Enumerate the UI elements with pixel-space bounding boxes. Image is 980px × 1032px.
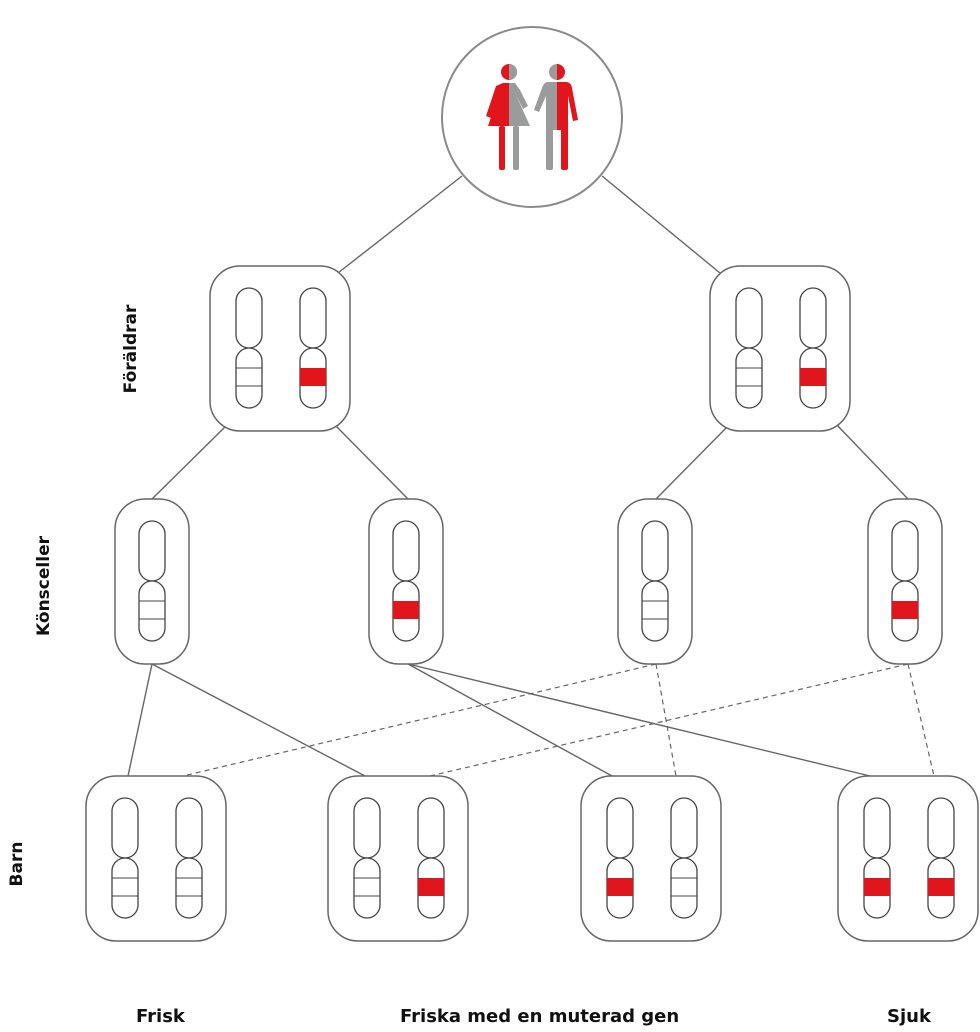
normal-band — [641, 600, 669, 620]
normal-band — [175, 877, 203, 897]
gamete-3-to-child-1-line — [182, 663, 657, 777]
child-3-chromosome-1 — [606, 797, 634, 919]
normal-band — [353, 877, 381, 897]
normal-band — [235, 367, 263, 387]
gamete-4-to-child-4-line — [907, 663, 935, 777]
couple-to-parent-2-line — [601, 175, 721, 274]
parent-2-chromosome-1 — [735, 287, 763, 409]
mutation-band — [892, 601, 918, 619]
outcome-label-carriers: Friska med en muterad gen — [400, 1006, 680, 1027]
gamete-1 — [114, 498, 190, 665]
gamete-1-to-child-2-line — [151, 663, 366, 777]
child-3 — [580, 775, 722, 942]
parent-1 — [209, 265, 351, 432]
mutation-band — [393, 601, 419, 619]
parent-1-to-gamete-2-line — [333, 423, 409, 500]
gamete-4-to-child-2-line — [429, 663, 909, 777]
child-4-chromosome-1 — [863, 797, 891, 919]
couple-icon — [486, 64, 578, 170]
gamete-3-chromosome — [641, 520, 669, 642]
row-label-parents: Föräldrar — [121, 304, 141, 393]
gamete-1-chromosome — [138, 520, 166, 642]
outcome-label-healthy: Frisk — [136, 1006, 185, 1027]
mutation-band — [418, 878, 444, 896]
gamete-4-chromosome — [891, 520, 919, 642]
child-2-chromosome-1 — [353, 797, 381, 919]
normal-band — [735, 367, 763, 387]
parent-2-to-gamete-4-line — [835, 423, 909, 500]
parent-1-chromosome-1 — [235, 287, 263, 409]
row-label-gametes: Könsceller — [34, 535, 54, 636]
gamete-3-to-child-3-line — [655, 663, 677, 777]
child-1-chromosome-2 — [175, 797, 203, 919]
child-1-chromosome-1 — [111, 797, 139, 919]
parent-2-chromosome-2 — [799, 287, 827, 409]
couple-circle — [441, 26, 623, 208]
gamete-2-chromosome — [392, 520, 420, 642]
gamete-4 — [867, 498, 943, 665]
normal-band — [111, 877, 139, 897]
parent-2-to-gamete-3-line — [655, 423, 731, 500]
parent-2 — [709, 265, 851, 432]
gamete-2 — [368, 498, 444, 665]
child-4 — [837, 775, 979, 942]
parent-1-to-gamete-1-line — [151, 423, 229, 500]
gamete-1-to-child-1-line — [127, 663, 153, 777]
couple-node — [441, 26, 623, 208]
child-1 — [85, 775, 227, 942]
mutation-band — [864, 878, 890, 896]
normal-band — [138, 600, 166, 620]
row-label-children: Barn — [7, 842, 27, 887]
gamete-2-to-child-4-line — [407, 663, 871, 777]
mutation-band — [300, 368, 326, 386]
dashed-connector-lines — [182, 663, 935, 777]
normal-band — [670, 877, 698, 897]
child-2 — [327, 775, 469, 942]
genotype-nodes — [85, 265, 979, 942]
child-3-chromosome-2 — [670, 797, 698, 919]
child-2-chromosome-2 — [417, 797, 445, 919]
gamete-3 — [617, 498, 693, 665]
mutation-band — [800, 368, 826, 386]
connector-lines — [127, 175, 909, 777]
parent-1-chromosome-2 — [299, 287, 327, 409]
child-4-chromosome-2 — [927, 797, 955, 919]
couple-to-parent-1-line — [337, 175, 463, 274]
mutation-band — [607, 878, 633, 896]
mutation-band — [928, 878, 954, 896]
outcome-label-affected: Sjuk — [887, 1006, 931, 1027]
gamete-2-to-child-3-line — [407, 663, 613, 777]
